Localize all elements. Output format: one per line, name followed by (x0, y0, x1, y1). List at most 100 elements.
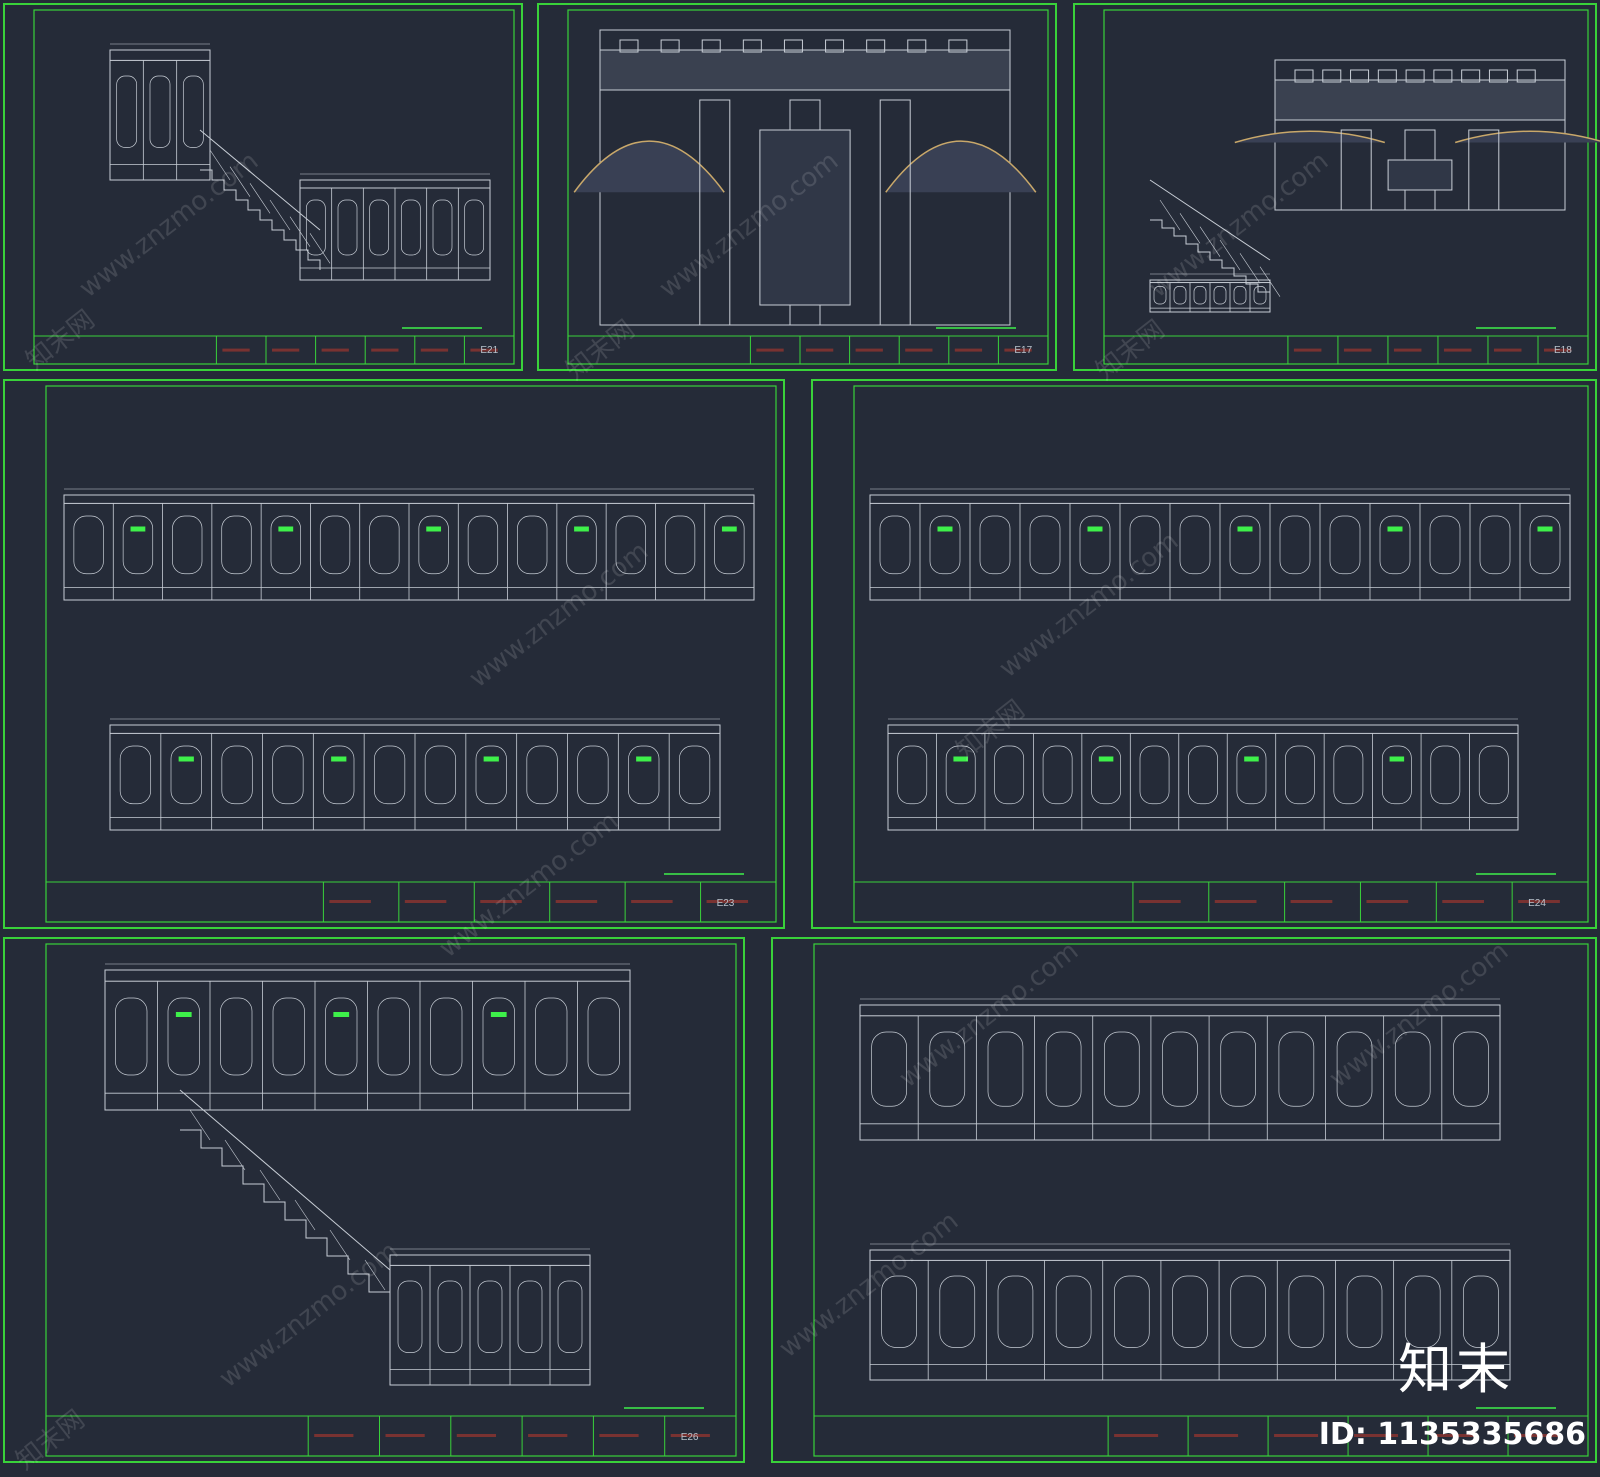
drawing-sheet (1073, 3, 1597, 371)
hatch-line (249, 183, 271, 214)
arched-panel (1429, 515, 1461, 575)
dentil (948, 39, 968, 53)
elevation-outline (887, 724, 1519, 831)
arched-panel (1479, 515, 1511, 575)
arched-panel (628, 745, 660, 805)
wall-elevation (109, 43, 211, 181)
sheet-border (3, 937, 745, 1463)
title-block: E18 (1104, 327, 1588, 364)
dentil (825, 39, 845, 53)
arched-panel (1236, 745, 1267, 805)
drawing-number: E24 (1528, 898, 1546, 909)
title-block (814, 1407, 1588, 1456)
sheet-border (1073, 3, 1597, 371)
asset-id-label: ID: 1135335686 (1318, 1417, 1586, 1452)
arched-panel (1213, 286, 1227, 305)
stair-section (1149, 179, 1281, 300)
arched-panel (220, 997, 253, 1076)
arched-panel (1329, 515, 1361, 575)
title-block-stamp (670, 1434, 710, 1437)
dentil (907, 39, 927, 53)
cornice-band (859, 1004, 1501, 1017)
cornice-band (887, 724, 1519, 734)
hatch-line (189, 1109, 211, 1141)
arched-panel (1104, 1031, 1140, 1107)
arched-panel (115, 997, 148, 1076)
title-block-stamp (954, 348, 983, 352)
title-block-stamp (1214, 900, 1257, 903)
title-block-stamp (1493, 348, 1522, 352)
arched-panel (1381, 745, 1412, 805)
arched-panel (149, 75, 171, 148)
arched-panel (182, 75, 204, 148)
dimension-tag (426, 526, 442, 532)
elevation-outline (389, 1254, 591, 1386)
arched-panel (122, 515, 154, 575)
wall-elevation (1149, 273, 1271, 313)
hatch-line (329, 1229, 351, 1261)
dimension-tag (278, 526, 294, 532)
title-block: E23 (46, 873, 776, 922)
arched-panel (270, 515, 301, 575)
title-block-stamp (456, 1434, 497, 1437)
dimension-tag (1387, 526, 1403, 532)
arched-panel (557, 1280, 583, 1353)
title-block-stamp (1138, 900, 1181, 903)
arched-panel (1336, 1031, 1373, 1107)
arched-panel (1394, 1031, 1431, 1107)
arched-panel (373, 745, 406, 805)
arched-panel (397, 1280, 423, 1353)
title-block-stamp (528, 1434, 568, 1437)
arched-panel (325, 997, 358, 1076)
hatch-line (1239, 253, 1261, 284)
cornice-band (1149, 279, 1271, 284)
title-block-stamp (1366, 900, 1409, 903)
title-block-stamp (1290, 900, 1333, 903)
arched-panel (1453, 1031, 1489, 1107)
dimension-tag (490, 1012, 507, 1017)
crown-moulding (599, 49, 1011, 91)
arched-panel (1153, 286, 1167, 305)
title-block: E26 (46, 1407, 736, 1456)
title-block-stamp (855, 348, 883, 352)
stair-section (199, 129, 331, 270)
dentil (1405, 69, 1425, 83)
stair-section (179, 1089, 391, 1310)
arched-panel (1029, 515, 1061, 575)
sheet-inner-border (567, 9, 1049, 365)
title-block-stamp (1543, 348, 1572, 352)
drawing-sheet (771, 937, 1597, 1463)
title-block-stamp (1194, 1434, 1239, 1437)
title-block-stamp (480, 900, 522, 903)
wall-elevation (887, 718, 1519, 831)
dimension-tag (333, 1012, 350, 1017)
title-block: E24 (854, 873, 1588, 922)
cornice-band (104, 969, 631, 982)
hatch-line (1219, 239, 1241, 271)
cornice-band (869, 1249, 1511, 1261)
arched-panel (221, 515, 252, 575)
arched-panel (881, 1275, 917, 1348)
arched-panel (929, 1031, 966, 1107)
dimension-tag (953, 756, 968, 762)
title-block-stamp (555, 900, 598, 903)
arched-panel (319, 515, 351, 575)
arched-panel (221, 745, 253, 805)
pilaster (1468, 129, 1500, 211)
dentil (783, 39, 803, 53)
sheet-inner-border (813, 943, 1589, 1457)
arched-panel (432, 199, 453, 256)
sheet-inner-border (853, 385, 1589, 923)
title-block-stamp (905, 348, 933, 352)
arched-panel (1278, 1031, 1315, 1107)
sheet-border (771, 937, 1597, 1463)
elevation-drawings (63, 29, 1600, 1386)
title-block-stamp (1518, 900, 1560, 903)
pilaster (699, 99, 731, 326)
arched-panel (1279, 515, 1311, 575)
dentil (1461, 69, 1481, 83)
drawing-number: E18 (1554, 345, 1572, 356)
title-block-stamp (1354, 1434, 1399, 1437)
pilaster (1340, 129, 1372, 211)
